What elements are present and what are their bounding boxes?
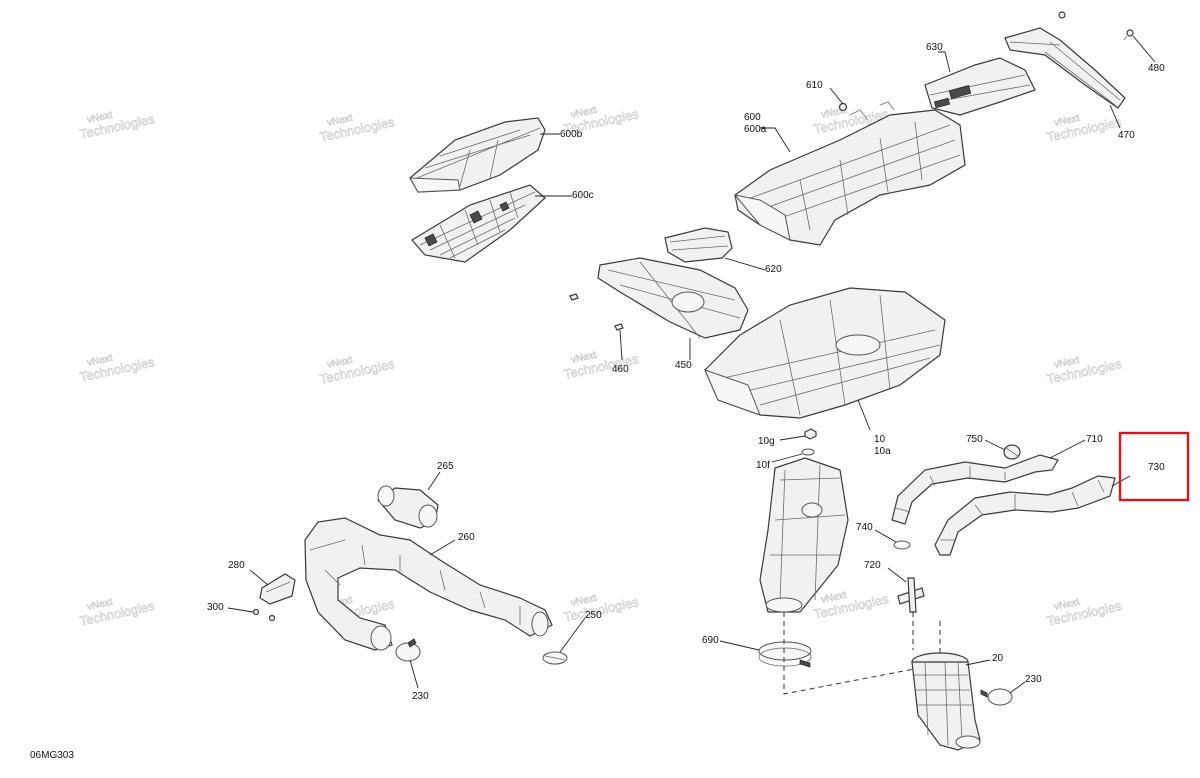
leader-630 [938, 51, 951, 73]
watermark: vNext Technologies [1045, 596, 1124, 629]
leader-600 [760, 127, 791, 153]
watermark: vNext Technologies [812, 589, 891, 622]
callout-740[interactable]: 740 [856, 522, 873, 533]
leader-10 [857, 399, 871, 431]
part-690-clamp-ring[interactable] [758, 641, 812, 668]
leader-265 [427, 471, 441, 491]
leader-690 [719, 640, 760, 651]
callout-260[interactable]: 260 [458, 532, 475, 543]
watermark: vNext Technologies [562, 349, 641, 382]
part-10f-washer[interactable] [801, 448, 815, 456]
callout-720[interactable]: 720 [864, 560, 881, 571]
leader-710 [1049, 439, 1086, 459]
part-intake-housing[interactable] [759, 457, 849, 613]
callout-600b[interactable]: 600b [560, 129, 583, 140]
leader-470 [1109, 104, 1121, 129]
leader-620 [724, 257, 766, 271]
part-450-frame-panel[interactable] [597, 257, 749, 339]
part-600-airbox-housing[interactable] [733, 101, 966, 246]
leader-260 [429, 539, 456, 556]
callout-710[interactable]: 710 [1086, 434, 1103, 445]
watermark: vNext Technologies [318, 112, 397, 145]
part-620-duct[interactable] [664, 227, 733, 263]
callout-620[interactable]: 620 [765, 264, 782, 275]
part-610-fastener[interactable] [838, 102, 848, 112]
watermark: vNext Technologies [78, 352, 157, 385]
leader-280 [249, 569, 269, 586]
callout-450[interactable]: 450 [675, 360, 692, 371]
callout-690[interactable]: 690 [702, 635, 719, 646]
callout-10a[interactable]: 10a [874, 446, 891, 457]
part-730-hose[interactable] [934, 475, 1116, 556]
watermark: vNext Technologies [1045, 112, 1124, 145]
callout-20[interactable]: 20 [992, 653, 1004, 664]
watermark: vNext Technologies [78, 109, 157, 142]
leader-750 [984, 439, 1006, 451]
callout-10[interactable]: 10 [874, 434, 886, 445]
screw-top[interactable] [1058, 11, 1066, 19]
callout-470[interactable]: 470 [1118, 130, 1135, 141]
callout-480[interactable]: 480 [1148, 63, 1165, 74]
callout-10f[interactable]: 10f [756, 460, 770, 471]
part-250-clamp[interactable] [542, 651, 568, 665]
callout-250[interactable]: 250 [585, 610, 602, 621]
callout-300[interactable]: 300 [207, 602, 224, 613]
part-750-fitting[interactable] [1003, 444, 1021, 460]
part-280-bracket[interactable] [259, 573, 296, 605]
leader-300 [227, 607, 254, 613]
part-20-filter-housing[interactable] [911, 652, 981, 751]
callout-600a[interactable]: 600a [744, 124, 767, 135]
leader-230-left [409, 659, 419, 689]
leader-10f [771, 453, 803, 463]
watermark: vNext Technologies [1045, 354, 1124, 387]
assembly-line [783, 612, 941, 695]
watermark: vNext Technologies [78, 596, 157, 629]
callout-600c[interactable]: 600c [572, 190, 594, 201]
part-300-screw[interactable] [252, 608, 276, 622]
leader-10g [779, 435, 806, 441]
callout-610[interactable]: 610 [806, 80, 823, 91]
part-600c-tray[interactable] [411, 184, 546, 263]
part-10g-bolt[interactable] [804, 428, 817, 440]
callout-730[interactable]: 730 [1148, 462, 1165, 473]
part-630-branded-cover[interactable] [924, 57, 1036, 116]
part-260-intake-hose[interactable] [304, 517, 553, 651]
callout-730-highlight-box [1118, 431, 1190, 502]
part-740-clamp[interactable] [893, 540, 911, 550]
callout-230-right[interactable]: 230 [1025, 674, 1042, 685]
callout-230-left[interactable]: 230 [412, 691, 429, 702]
part-265-coupler[interactable] [377, 485, 439, 529]
part-720-t-connector[interactable] [897, 577, 925, 613]
screw-460-b[interactable] [614, 323, 624, 331]
callout-10g[interactable]: 10g [758, 436, 775, 447]
leader-740 [874, 529, 897, 543]
leader-610 [829, 87, 844, 105]
callout-460[interactable]: 460 [612, 364, 629, 375]
watermark: vNext Technologies [318, 354, 397, 387]
callout-280[interactable]: 280 [228, 560, 245, 571]
leader-20 [965, 659, 991, 666]
screw-460-a[interactable] [569, 293, 579, 301]
screw-480[interactable] [1123, 29, 1134, 41]
part-710-hose[interactable] [891, 454, 1059, 525]
part-230-clamp-right[interactable] [980, 688, 1013, 706]
leader-250 [559, 617, 586, 653]
part-230-clamp-left[interactable] [395, 638, 421, 662]
callout-750[interactable]: 750 [966, 434, 983, 445]
part-600b-cover[interactable] [409, 117, 546, 193]
watermark-layer: vNext Technologies vNext Technologies vN… [78, 104, 1124, 629]
part-470-side-rail[interactable] [1004, 27, 1126, 109]
leader-480 [1132, 35, 1156, 63]
leader-460 [619, 329, 623, 361]
leader-720 [887, 567, 907, 583]
callout-630[interactable]: 630 [926, 42, 943, 53]
part-10-lower-tray[interactable] [704, 287, 946, 419]
callout-265[interactable]: 265 [437, 461, 454, 472]
callout-600[interactable]: 600 [744, 112, 761, 123]
leader-230-right [1009, 681, 1026, 694]
diagram-reference-code: 06MG303 [30, 750, 74, 761]
